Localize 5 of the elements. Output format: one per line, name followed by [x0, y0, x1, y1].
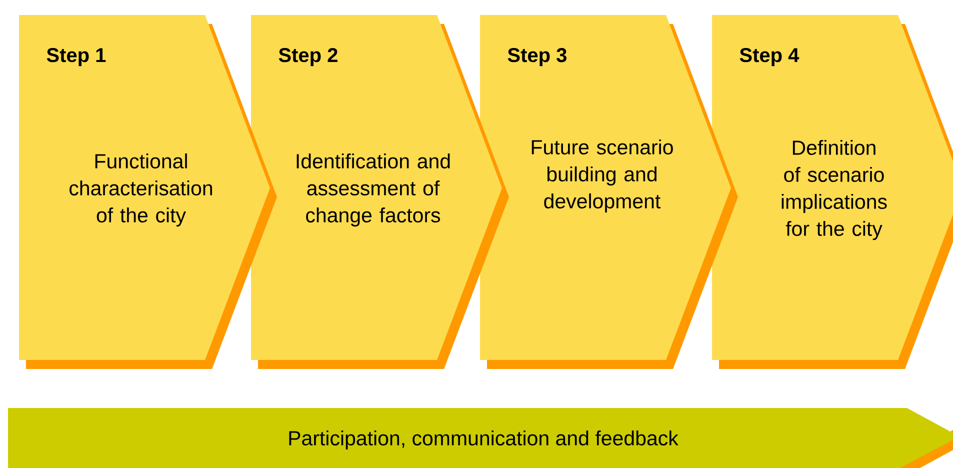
step-box: Step 3 Future scenario building and development — [480, 15, 738, 369]
step-box: Step 4 Definition of scenario implications for the city — [712, 15, 953, 369]
step-box: Step 1 Functional characterisation of the city — [19, 15, 277, 369]
band-box: Participation, communication and feedback — [8, 408, 953, 468]
step-box: Step 2 Identification and assessment of change factors — [251, 15, 509, 369]
